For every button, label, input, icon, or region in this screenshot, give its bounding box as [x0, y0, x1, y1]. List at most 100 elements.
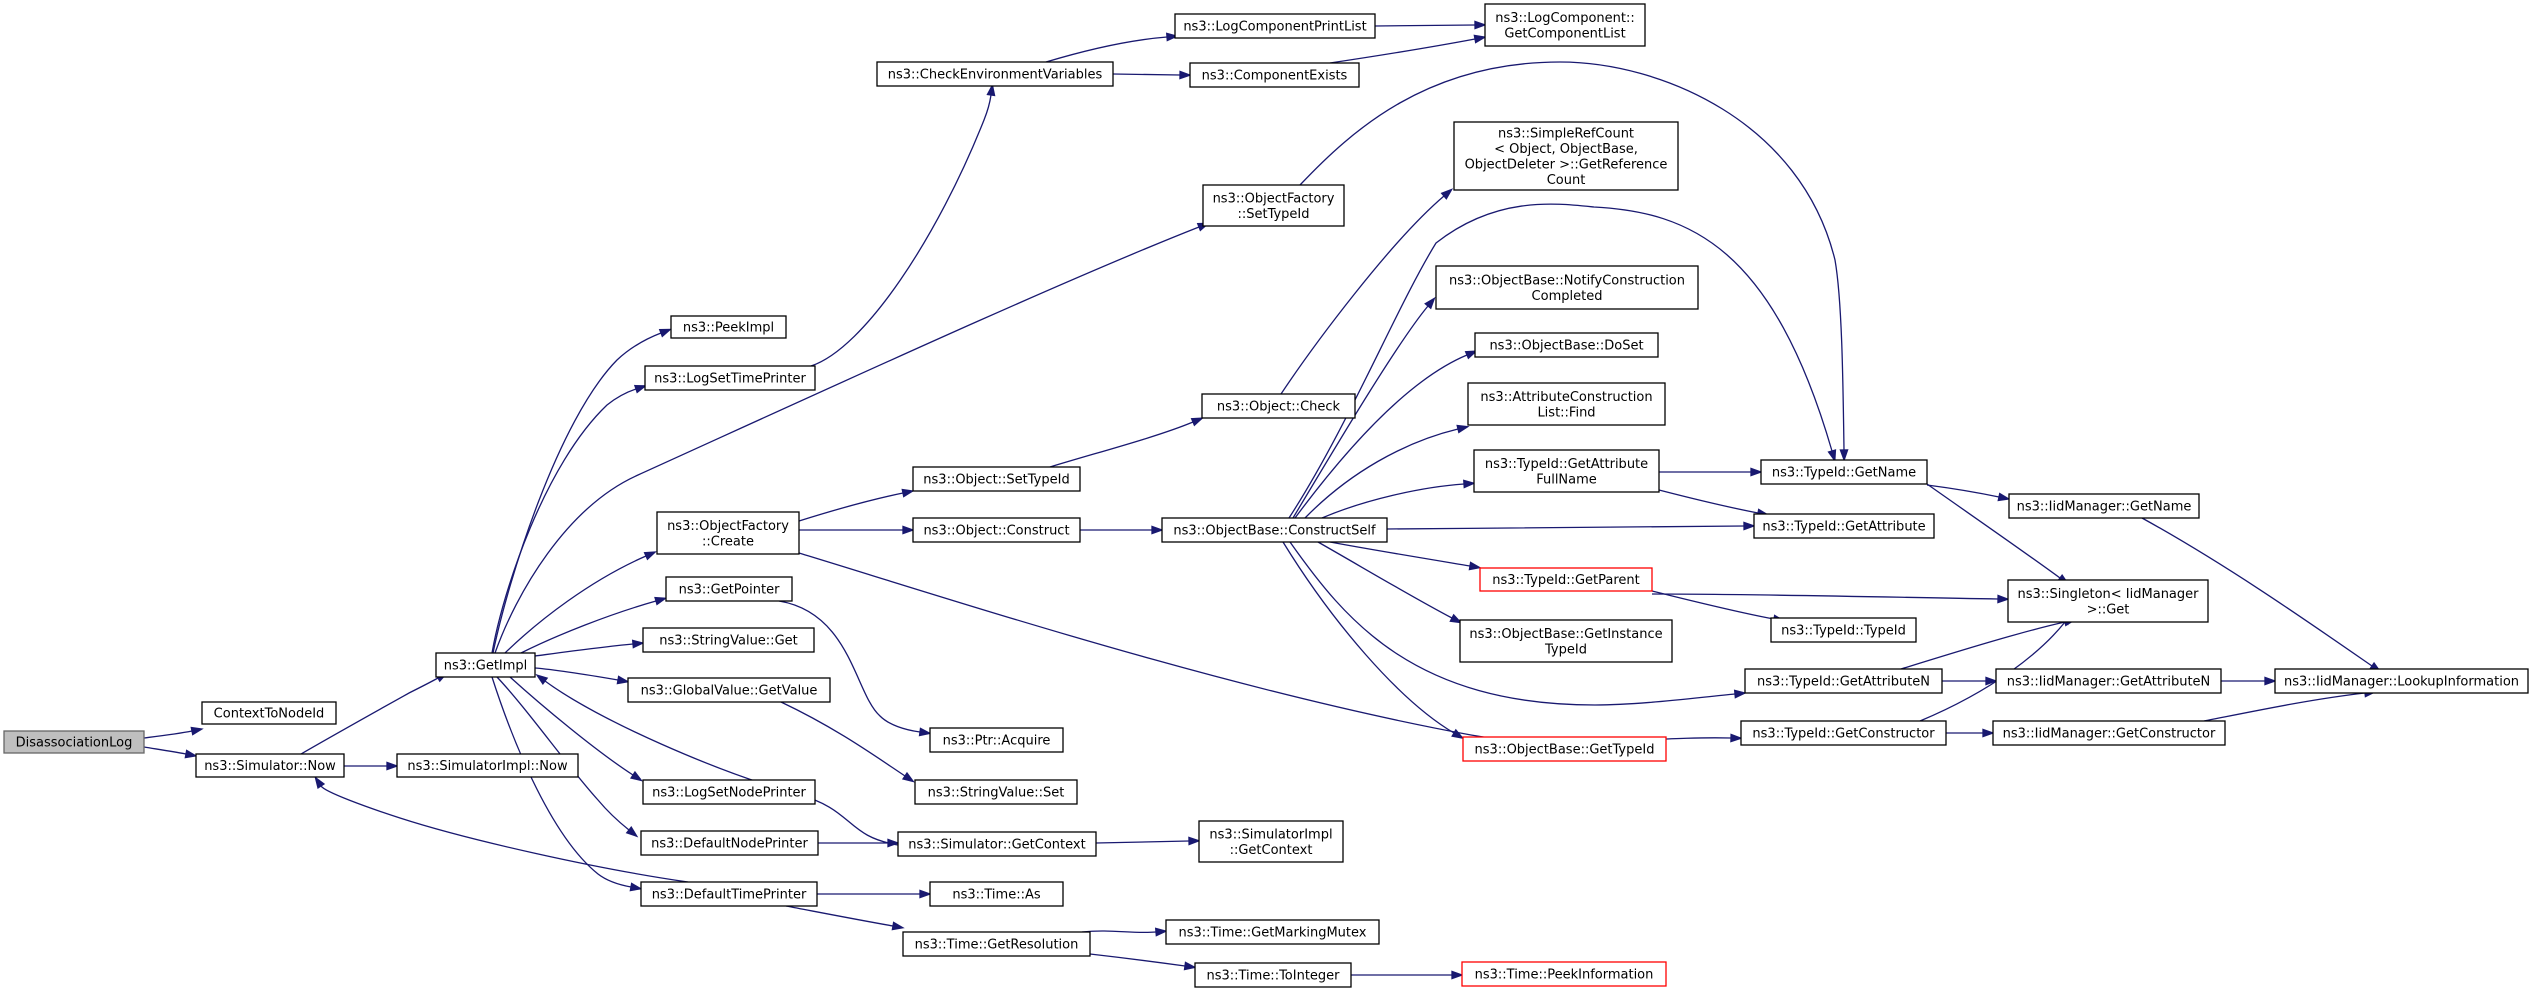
- arrowhead-icon: [1468, 561, 1482, 571]
- function-node-simnow[interactable]: ns3::Simulator::Now: [195, 753, 345, 778]
- call-edge-obconstructself-to-typeidgetattr: [1386, 521, 1756, 531]
- function-node-iidlookup[interactable]: ns3::IidManager::LookupInformation: [2274, 668, 2529, 694]
- node-box: [1992, 720, 2226, 746]
- function-node-simgetcontext[interactable]: ns3::Simulator::GetContext: [897, 831, 1097, 857]
- arrowhead-icon: [901, 488, 915, 498]
- function-node-timepeekinfo[interactable]: ns3::Time::PeekInformation: [1461, 961, 1667, 987]
- edge-line: [494, 226, 1200, 654]
- node-label: ns3::TypeId::GetParent: [1492, 573, 1640, 588]
- function-node-strvalget[interactable]: ns3::StringValue::Get: [642, 627, 815, 653]
- call-edge-typeidgetname-to-iidgetname: [1926, 484, 2011, 502]
- function-node-deftimeprinter[interactable]: ns3::DefaultTimePrinter: [640, 881, 818, 907]
- node-label: ns3::IidManager::LookupInformation: [2284, 675, 2519, 690]
- node-box: [1435, 265, 1699, 310]
- node-box: [1995, 668, 2222, 694]
- edge-line: [798, 492, 904, 522]
- node-box: [1174, 13, 1376, 39]
- function-node-typeidgetname[interactable]: ns3::TypeId::GetName: [1760, 459, 1928, 485]
- node-label: ns3::Singleton< IidManager: [2017, 587, 2199, 602]
- node-box: [2274, 668, 2529, 694]
- function-node-typeidgetparent[interactable]: ns3::TypeId::GetParent: [1479, 567, 1653, 592]
- edge-line: [1045, 36, 1168, 63]
- call-nodes: DisassociationLogContextToNodeIdns3::Sim…: [3, 3, 2529, 988]
- call-edge-getimpl-to-getpointer: [520, 596, 668, 654]
- function-node-ofcreate[interactable]: ns3::ObjectFactory::Create: [656, 511, 800, 555]
- node-box: [914, 779, 1078, 805]
- function-node-checkenv[interactable]: ns3::CheckEnvironmentVariables: [876, 61, 1114, 87]
- node-box: [929, 881, 1064, 907]
- function-node-obgettypeid[interactable]: ns3::ObjectBase::GetTypeId: [1462, 736, 1667, 762]
- node-box: [396, 753, 579, 778]
- node-label: ns3::Time::PeekInformation: [1475, 968, 1654, 983]
- function-node-objconstruct[interactable]: ns3::Object::Construct: [912, 517, 1081, 543]
- node-box: [1189, 62, 1360, 88]
- function-node-logsettime[interactable]: ns3::LogSetTimePrinter: [644, 365, 816, 391]
- function-node-srcgetref[interactable]: ns3::SimpleRefCount< Object, ObjectBase,…: [1453, 121, 1679, 191]
- arrowhead-icon: [1827, 449, 1837, 463]
- node-box: [642, 627, 815, 653]
- node-label: ns3::ObjectBase::GetInstance: [1469, 627, 1662, 642]
- node-label: ns3::SimulatorImpl::Now: [407, 759, 568, 774]
- edge-line: [496, 676, 630, 831]
- arrowhead-icon: [1179, 70, 1192, 80]
- function-node-defnodeprinter[interactable]: ns3::DefaultNodePrinter: [640, 830, 819, 856]
- function-node-getcomplist[interactable]: ns3::LogComponent::GetComponentList: [1484, 3, 1646, 47]
- function-node-timetointeger[interactable]: ns3::Time::ToInteger: [1194, 962, 1352, 988]
- function-node-logsetnode[interactable]: ns3::LogSetNodePrinter: [642, 779, 816, 805]
- node-label: ::Create: [702, 534, 754, 549]
- function-node-objsettypeid[interactable]: ns3::Object::SetTypeId: [912, 466, 1081, 492]
- function-node-peekimpl[interactable]: ns3::PeekImpl: [670, 315, 787, 339]
- arrowhead-icon: [629, 770, 643, 782]
- function-node-typeidgetattr[interactable]: ns3::TypeId::GetAttribute: [1753, 513, 1935, 539]
- function-node-timeas[interactable]: ns3::Time::As: [929, 881, 1064, 907]
- node-label: ns3::LogComponentPrintList: [1183, 20, 1366, 35]
- node-label: ns3::GetImpl: [444, 659, 528, 674]
- node-label: ns3::Time::As: [952, 888, 1041, 903]
- call-edge-gvgetvalue-to-strvalset: [780, 701, 915, 783]
- node-label: ns3::ObjectBase::ConstructSelf: [1173, 524, 1376, 539]
- function-node-ctx2node[interactable]: ContextToNodeId: [201, 701, 337, 725]
- function-node-typeidtypeid[interactable]: ns3::TypeId::TypeId: [1770, 617, 1917, 643]
- function-node-simimplnow[interactable]: ns3::SimulatorImpl::Now: [396, 753, 579, 778]
- function-node-timegetres[interactable]: ns3::Time::GetResolution: [902, 931, 1091, 957]
- node-box: [1479, 567, 1653, 592]
- function-node-obconstructself[interactable]: ns3::ObjectBase::ConstructSelf: [1161, 517, 1388, 543]
- arrowhead-icon: [1451, 728, 1465, 740]
- node-box: [435, 652, 536, 678]
- edge-line: [1374, 24, 1476, 27]
- call-edge-getimpl-to-ofcreate: [504, 551, 657, 654]
- node-box: [902, 931, 1091, 957]
- function-node-simimplgetcontext[interactable]: ns3::SimulatorImpl::GetContext: [1198, 820, 1344, 863]
- function-node-typeidgetctor[interactable]: ns3::TypeId::GetConstructor: [1740, 720, 1947, 746]
- edge-line: [1926, 484, 2000, 498]
- node-box: [640, 881, 818, 907]
- function-node-ofsettypeid[interactable]: ns3::ObjectFactory::SetTypeId: [1202, 184, 1345, 227]
- function-node-compexists[interactable]: ns3::ComponentExists: [1189, 62, 1360, 88]
- node-label: TypeId: [1544, 642, 1587, 657]
- node-box: [1161, 517, 1388, 543]
- function-node-gvgetvalue[interactable]: ns3::GlobalValue::GetValue: [627, 677, 831, 703]
- function-node-iidgetattrn[interactable]: ns3::IidManager::GetAttributeN: [1995, 668, 2222, 694]
- function-node-iidgetname[interactable]: ns3::IidManager::GetName: [2008, 493, 2200, 519]
- function-node-objcheck[interactable]: ns3::Object::Check: [1201, 393, 1356, 419]
- function-node-notifyconstr[interactable]: ns3::ObjectBase::NotifyConstructionCompl…: [1435, 265, 1699, 310]
- arrowhead-icon: [1985, 676, 1998, 686]
- call-edge-obconstructself-to-typeidgetattrn: [1289, 541, 1747, 706]
- node-box: [876, 61, 1114, 87]
- edge-line: [1304, 428, 1459, 519]
- node-label: ns3::LogSetTimePrinter: [654, 372, 806, 387]
- function-node-singletonget[interactable]: ns3::Singleton< IidManager>::Get: [2007, 579, 2209, 623]
- function-node-strvalset[interactable]: ns3::StringValue::Set: [914, 779, 1078, 805]
- function-node-iidgetctor[interactable]: ns3::IidManager::GetConstructor: [1992, 720, 2226, 746]
- function-node-timegetmutex[interactable]: ns3::Time::GetMarkingMutex: [1165, 919, 1380, 945]
- function-node-typeidgetattrn[interactable]: ns3::TypeId::GetAttributeN: [1744, 668, 1943, 694]
- function-node-ptracquire[interactable]: ns3::Ptr::Acquire: [929, 727, 1064, 753]
- function-node-logcompprint[interactable]: ns3::LogComponentPrintList: [1174, 13, 1376, 39]
- function-node-doset[interactable]: ns3::ObjectBase::DoSet: [1474, 332, 1659, 358]
- function-node-getimpl[interactable]: ns3::GetImpl: [435, 652, 536, 678]
- function-node-getpointer[interactable]: ns3::GetPointer: [665, 576, 793, 602]
- node-label: ns3::LogSetNodePrinter: [652, 786, 806, 801]
